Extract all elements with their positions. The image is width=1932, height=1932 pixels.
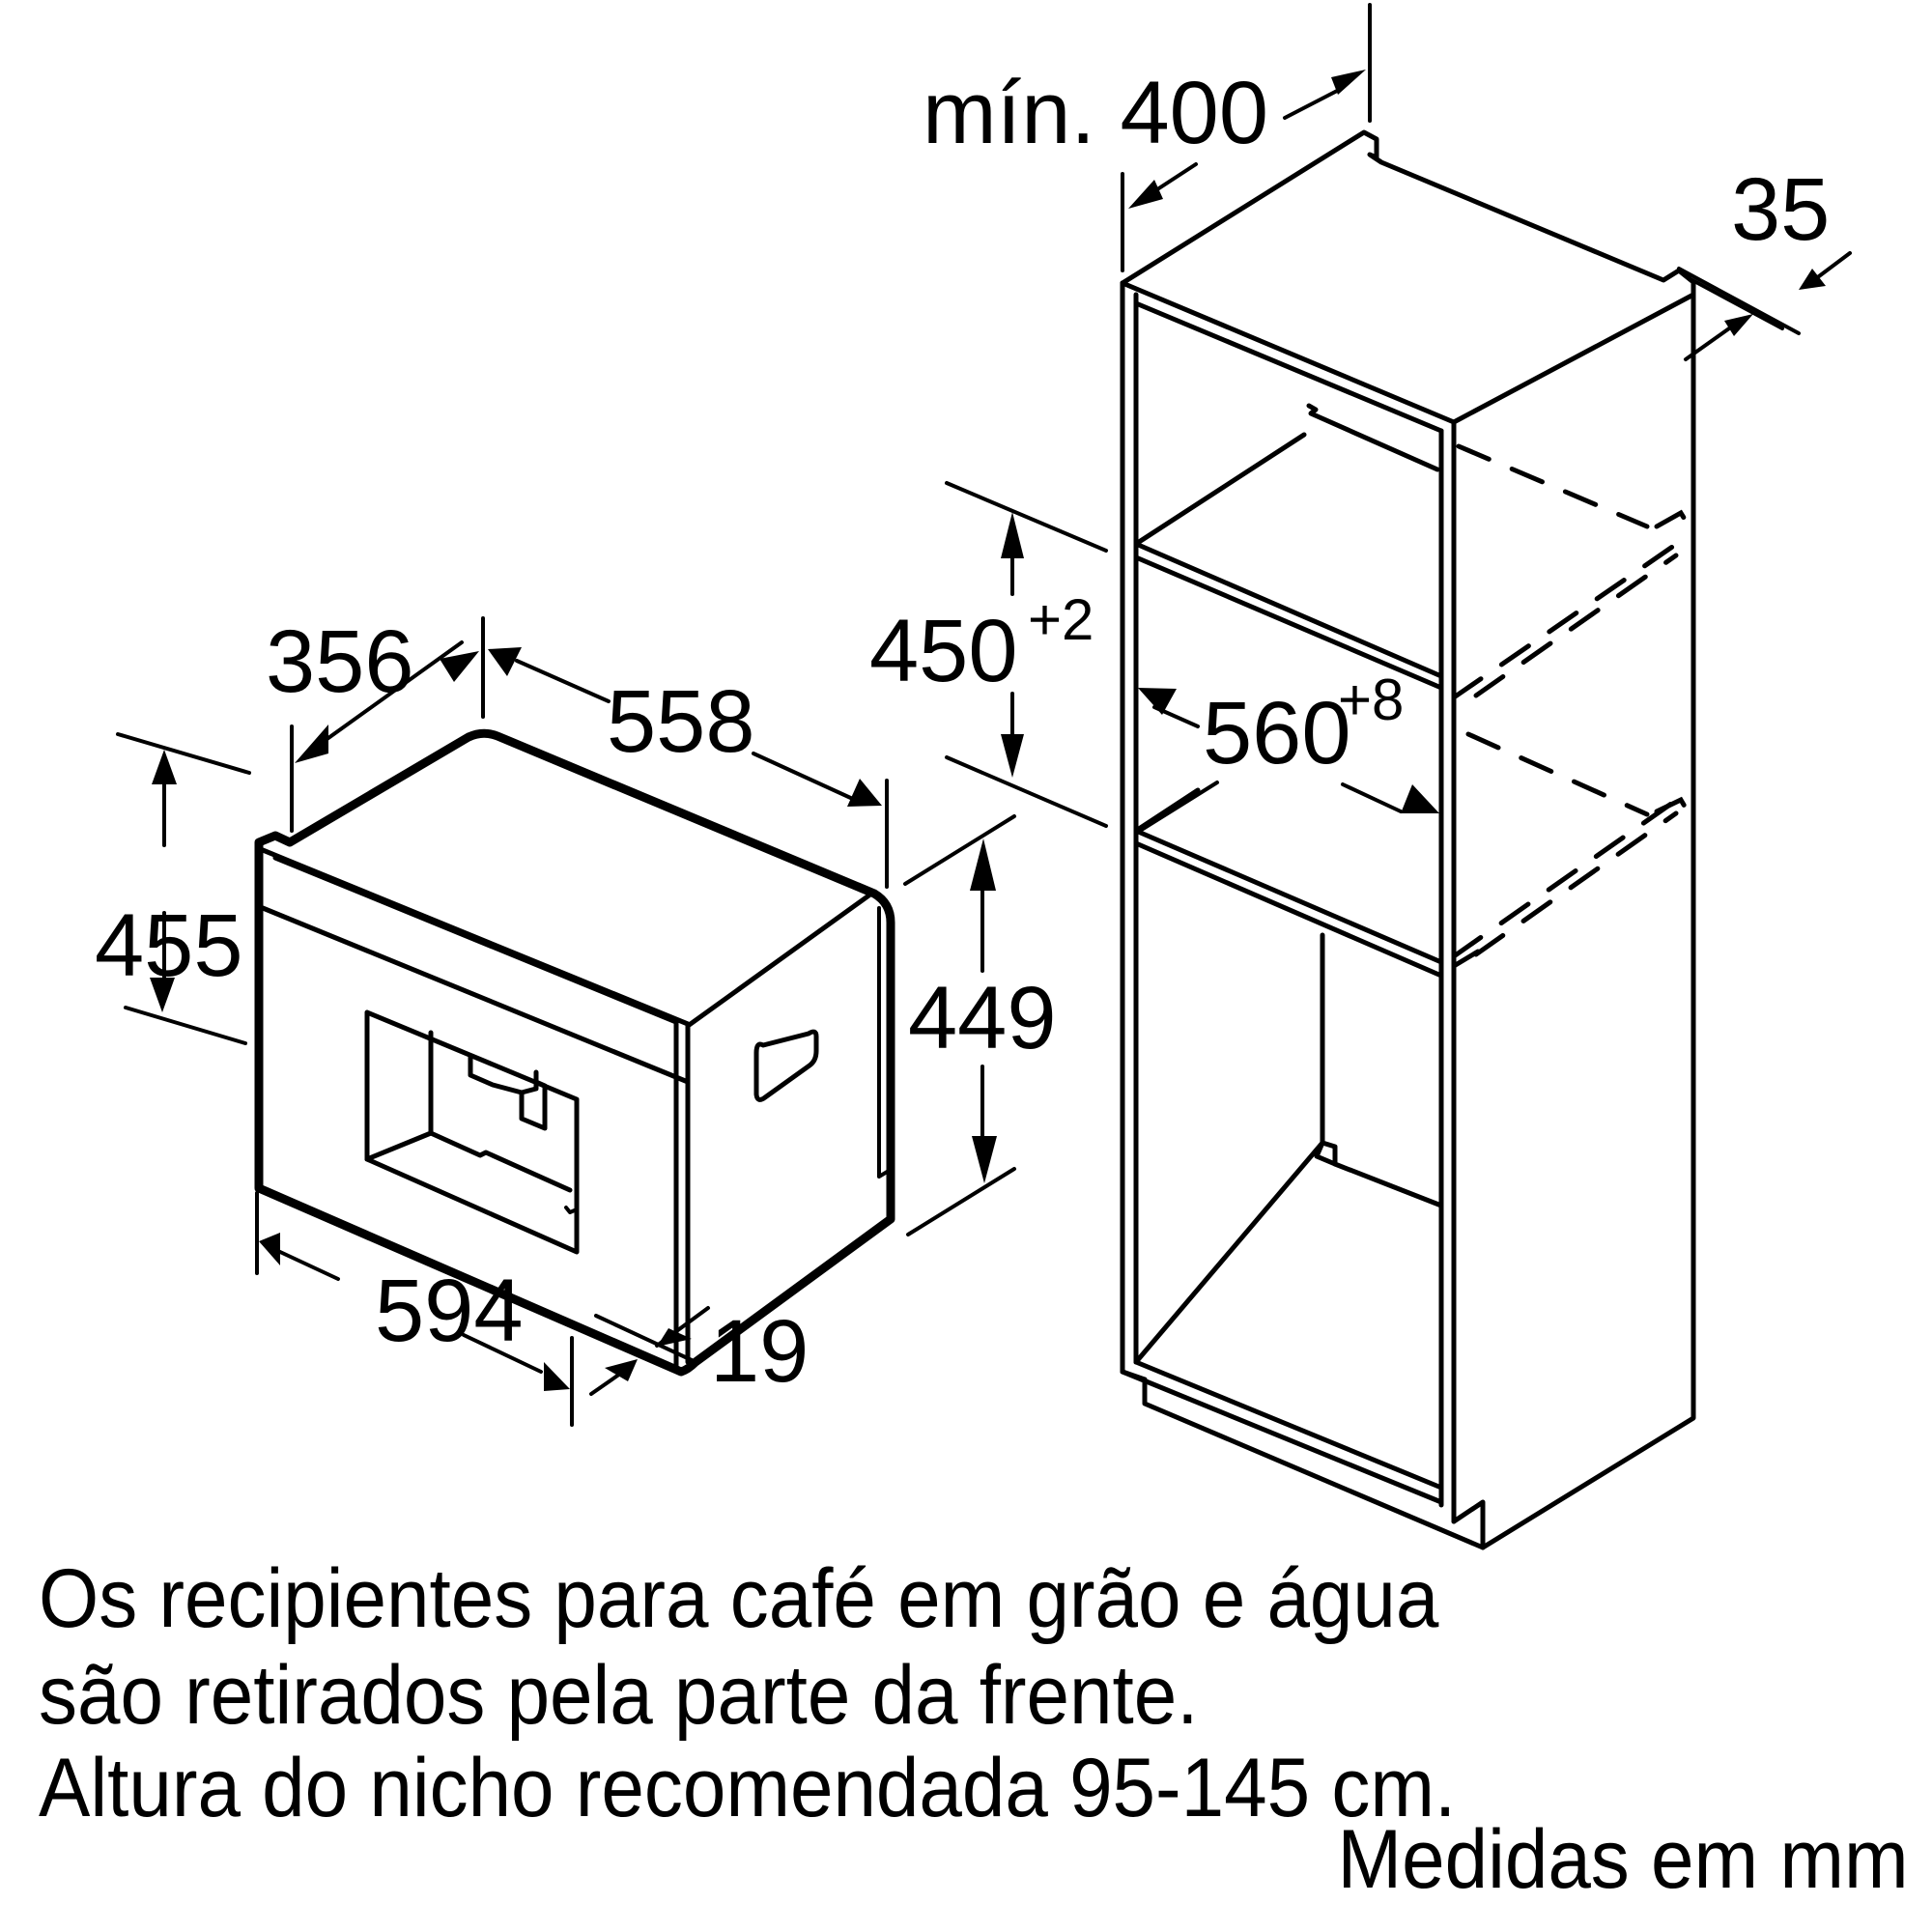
dim-19-label: 19 (710, 1302, 809, 1401)
dim-560-tolerance: +8 (1338, 668, 1404, 732)
dim-449: 449 (903, 814, 1057, 1236)
appliance-drawing (254, 728, 895, 1377)
dim-min-400-label: mín. 400 (923, 64, 1268, 162)
dim-450-tolerance: +2 (1028, 587, 1094, 652)
dim-594: 594 (255, 1191, 574, 1427)
dim-450-label: 450 (869, 602, 1018, 700)
note-line-3: Altura do nicho recomendada 95-145 cm. (39, 1742, 1457, 1834)
dim-558-label: 558 (607, 672, 755, 771)
dim-560-label: 560 (1203, 684, 1351, 782)
dim-450: 450 +2 (869, 481, 1108, 828)
dim-356: 356 (266, 612, 485, 833)
dim-594-label: 594 (375, 1262, 524, 1360)
dim-35: 35 (1677, 160, 1852, 361)
dim-19: 19 (581, 1302, 809, 1401)
note-line-1: Os recipientes para café em grão e água (39, 1552, 1439, 1645)
cabinet-drawing (1120, 129, 1696, 1550)
dim-449-label: 449 (908, 969, 1057, 1067)
units-note: Medidas em mm (1337, 1813, 1909, 1906)
dim-35-label: 35 (1731, 160, 1830, 259)
dim-560: 560 +8 (1138, 668, 1439, 833)
dim-356-label: 356 (266, 612, 414, 711)
dim-455: 455 (95, 732, 251, 1045)
dim-455-label: 455 (95, 896, 243, 995)
dim-min-400: mín. 400 (923, 3, 1372, 272)
dim-558: 558 (488, 647, 889, 889)
note-line-2: são retirados pela parte da frente. (39, 1649, 1199, 1742)
